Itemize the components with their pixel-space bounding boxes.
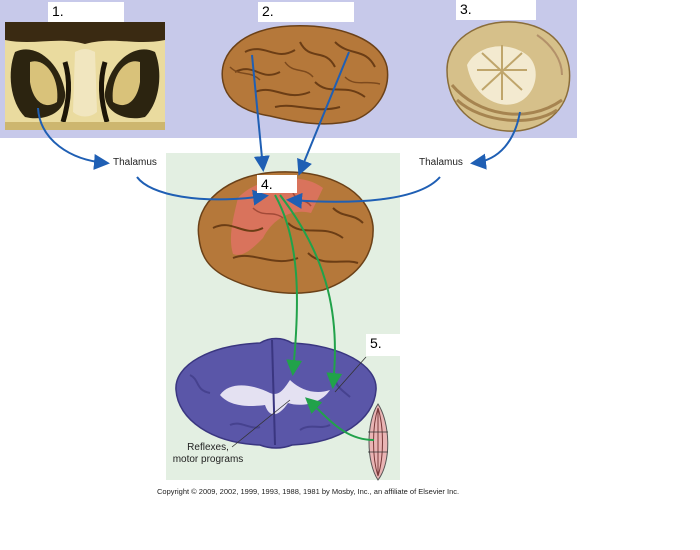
thalamus-label-left: Thalamus	[113, 157, 157, 168]
arrow-motor-to-spinal-1	[274, 194, 303, 376]
muscle-illustration	[362, 402, 394, 482]
arrow-muscle-to-spinal	[305, 397, 375, 441]
spinal-cord-section-image	[170, 335, 382, 450]
basal-ganglia-section-image	[5, 22, 165, 130]
arrow-thalamus-to-cortex-left	[136, 176, 269, 206]
reflexes-label-line1: Reflexes,	[187, 442, 229, 453]
pointer-line-5	[334, 356, 367, 393]
label-box-3: 3.	[456, 0, 536, 20]
cerebellum-image	[437, 15, 575, 135]
cerebral-cortex-brain-image	[215, 22, 393, 128]
label-box-5: 5.	[366, 334, 424, 356]
arrow-motor-to-spinal-2	[279, 194, 343, 389]
arrow-cerebellum-to-thalamus	[470, 111, 521, 170]
reflexes-label: Reflexes, motor programs	[160, 442, 256, 466]
label-box-2: 2.	[258, 2, 354, 22]
label-box-4: 4.	[257, 175, 297, 193]
thalamus-label-right: Thalamus	[419, 157, 463, 168]
arrow-cortex-to-motor-2	[297, 51, 350, 176]
reflexes-label-line2: motor programs	[172, 454, 244, 465]
copyright-notice: Copyright © 2009, 2002, 1999, 1993, 1988…	[157, 487, 460, 496]
label-box-1: 1.	[48, 2, 124, 22]
pointer-line-reflexes	[231, 399, 291, 448]
arrow-thalamus-to-cortex-right	[286, 176, 441, 209]
arrow-cortex-to-motor-1	[251, 54, 270, 172]
arrow-basal-ganglia-to-thalamus	[37, 107, 110, 170]
